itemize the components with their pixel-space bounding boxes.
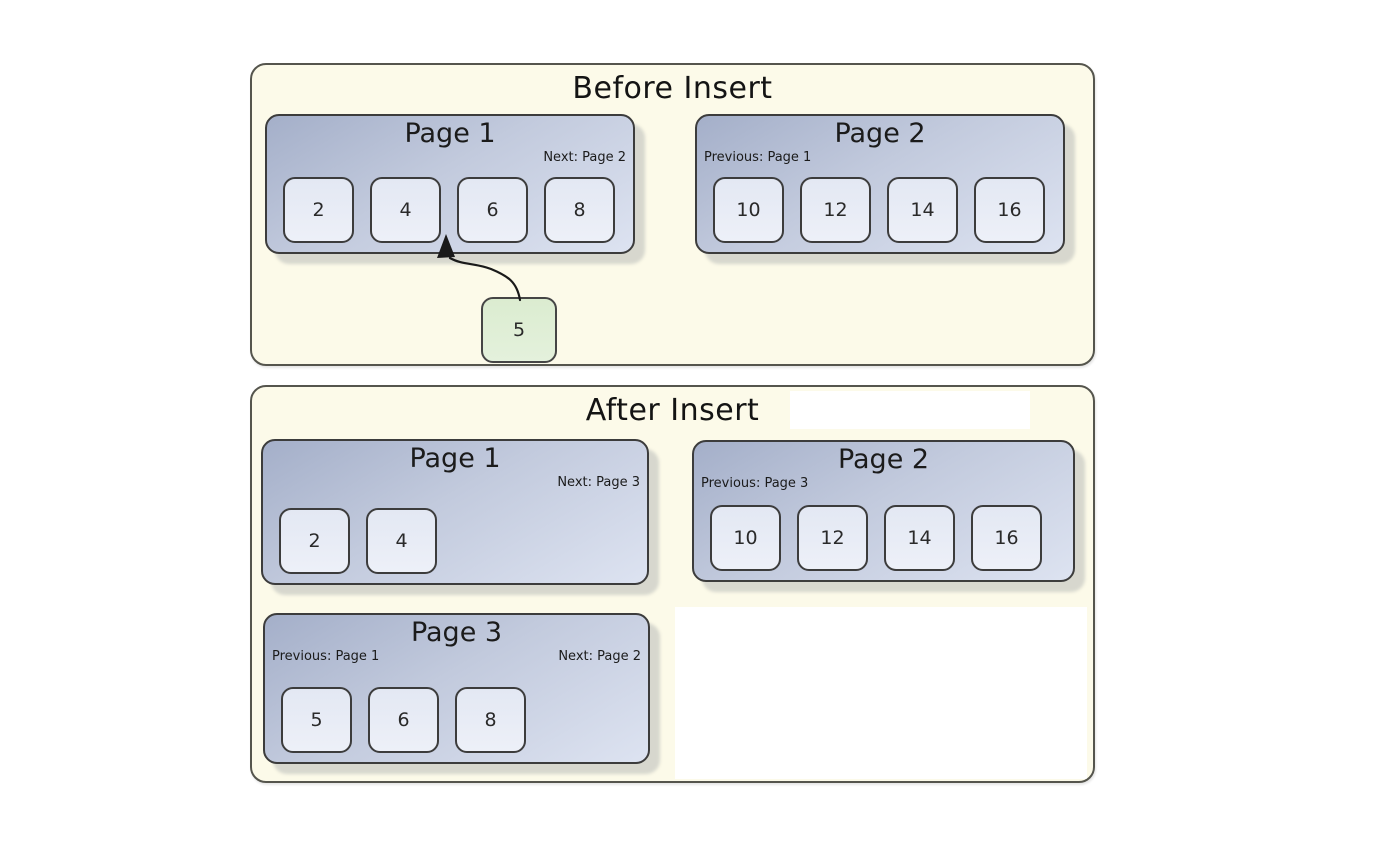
- record-cell: 16: [974, 177, 1045, 243]
- after-insert-title: After Insert: [585, 393, 760, 428]
- page-title: Page 1: [409, 443, 501, 474]
- insert-value-box: 5: [481, 297, 557, 363]
- after-page-1: Page 1 Next: Page 3 2 4: [261, 439, 649, 585]
- record-cell: 10: [713, 177, 784, 243]
- record-cell: 10: [710, 505, 781, 571]
- next-pointer-label: Next: Page 2: [543, 150, 626, 165]
- page-title: Page 1: [404, 118, 496, 149]
- before-page-2: Page 2 Previous: Page 1 10 12 14 16: [695, 114, 1065, 254]
- record-cell: 14: [887, 177, 958, 243]
- previous-pointer-label: Previous: Page 1: [704, 150, 812, 165]
- before-page-1: Page 1 Next: Page 2 2 4 6 8: [265, 114, 635, 254]
- record-cells: 10 12 14 16: [713, 177, 1045, 243]
- next-pointer-label: Next: Page 2: [558, 649, 641, 664]
- record-cell: 4: [370, 177, 441, 243]
- record-cell: 4: [366, 508, 437, 574]
- record-cell: 16: [971, 505, 1042, 571]
- record-cells: 2 4: [279, 508, 437, 574]
- record-cells: 5 6 8: [281, 687, 526, 753]
- record-cell: 14: [884, 505, 955, 571]
- white-patch-bottom: [675, 607, 1087, 779]
- previous-pointer-label: Previous: Page 1: [272, 649, 380, 664]
- record-cells: 10 12 14 16: [710, 505, 1042, 571]
- record-cell: 12: [797, 505, 868, 571]
- record-cell: 2: [283, 177, 354, 243]
- page-title: Page 3: [410, 617, 503, 648]
- record-cell: 8: [455, 687, 526, 753]
- record-cell: 12: [800, 177, 871, 243]
- record-cell: 6: [457, 177, 528, 243]
- page-title: Page 2: [834, 118, 926, 149]
- white-patch-top: [790, 391, 1030, 429]
- after-page-3: Page 3 Previous: Page 1 Next: Page 2 5 6…: [263, 613, 650, 764]
- page-title: Page 2: [837, 444, 930, 475]
- record-cell: 6: [368, 687, 439, 753]
- before-insert-title: Before Insert: [572, 71, 773, 106]
- after-insert-panel: After Insert Page 1 Next: Page 3 2 4 Pag…: [250, 385, 1095, 783]
- before-insert-panel: Before Insert Page 1 Next: Page 2 2 4 6 …: [250, 63, 1095, 366]
- record-cell: 8: [544, 177, 615, 243]
- record-cells: 2 4 6 8: [283, 177, 615, 243]
- next-pointer-label: Next: Page 3: [557, 475, 640, 490]
- record-cell: 2: [279, 508, 350, 574]
- record-cell: 5: [281, 687, 352, 753]
- after-page-2: Page 2 Previous: Page 3 10 12 14 16: [692, 440, 1075, 582]
- previous-pointer-label: Previous: Page 3: [701, 476, 809, 491]
